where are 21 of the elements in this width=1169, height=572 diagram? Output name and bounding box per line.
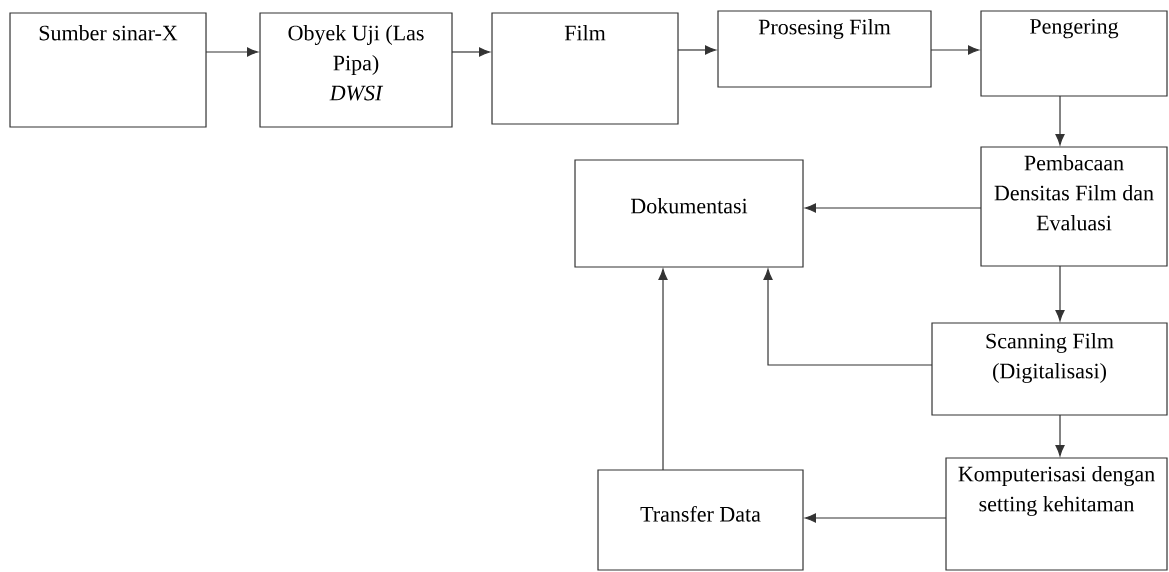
arrow (205, 47, 259, 57)
process-box: Pengering (980, 10, 1168, 97)
process-box: Pembacaan Densitas Film dan Evaluasi (980, 146, 1168, 267)
arrow (930, 45, 980, 55)
arrow (1055, 265, 1065, 322)
process-box: Film (491, 12, 679, 125)
process-box: Prosesing Film (717, 10, 932, 88)
process-box: Sumber sinar-X (9, 12, 207, 128)
process-box: Komputerisasi dengan setting kehitaman (945, 457, 1168, 571)
process-box: Obyek Uji (Las Pipa) DWSI (259, 12, 453, 128)
arrow (804, 513, 947, 523)
arrow (451, 47, 491, 57)
process-box: Scanning Film (Digitalisasi) (931, 322, 1168, 416)
process-box: Dokumentasi (574, 159, 804, 268)
arrow (1055, 414, 1065, 457)
arrow (658, 268, 668, 471)
arrow (1055, 95, 1065, 146)
process-box: Transfer Data (597, 469, 804, 571)
arrow (804, 203, 982, 213)
arrow (763, 268, 933, 366)
arrow (677, 45, 717, 55)
